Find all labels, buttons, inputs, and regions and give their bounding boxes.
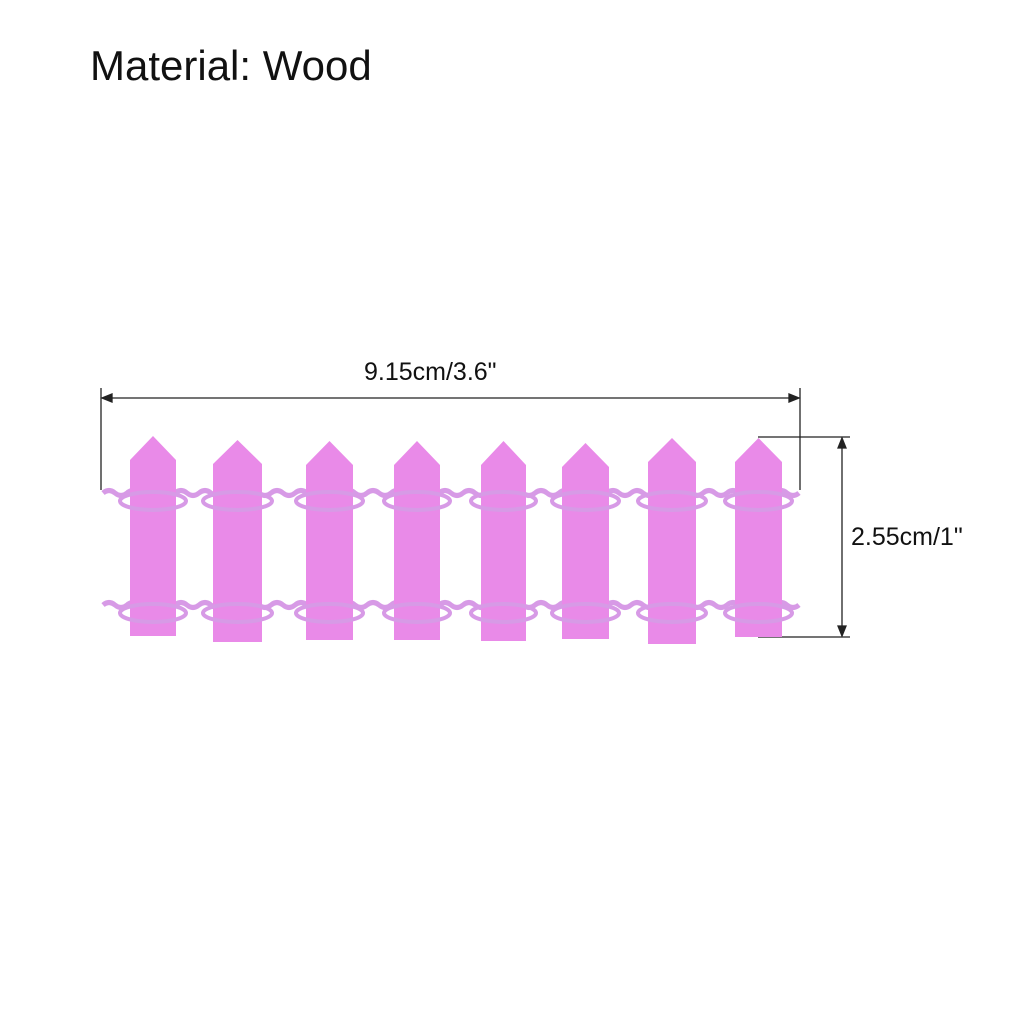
wire-loop <box>636 490 708 512</box>
wire-loop <box>723 602 794 624</box>
wire-loop <box>294 490 365 512</box>
wire-loop <box>118 490 188 512</box>
wire-loop <box>550 490 621 512</box>
wire-loop <box>636 602 708 624</box>
wire-loop <box>469 602 538 624</box>
width-dimension-label: 9.15cm/3.6" <box>364 358 497 386</box>
fence-picket <box>306 441 353 640</box>
fence-picket <box>130 436 176 636</box>
wire-loop <box>469 490 538 512</box>
fence-picket <box>481 441 526 641</box>
height-arrow-top <box>837 436 847 449</box>
width-arrow-left <box>100 393 113 403</box>
wire-loop <box>201 602 274 624</box>
fence-picket <box>735 438 782 637</box>
wire-loop <box>294 602 365 624</box>
fence-picket <box>648 438 696 644</box>
wire-loop <box>201 490 274 512</box>
wire-loop <box>550 602 621 624</box>
height-arrow-bottom <box>837 625 847 638</box>
wire-loop <box>382 602 452 624</box>
fence-picket <box>213 440 262 642</box>
wire-loop <box>118 602 188 624</box>
fence-picket <box>562 443 609 639</box>
material-title: Material: Wood <box>90 42 372 89</box>
height-dimension-label: 2.55cm/1" <box>851 523 963 551</box>
wire-loop <box>723 490 794 512</box>
fence-picket <box>394 441 440 640</box>
wire-loop <box>382 490 452 512</box>
width-arrow-right <box>788 393 801 403</box>
